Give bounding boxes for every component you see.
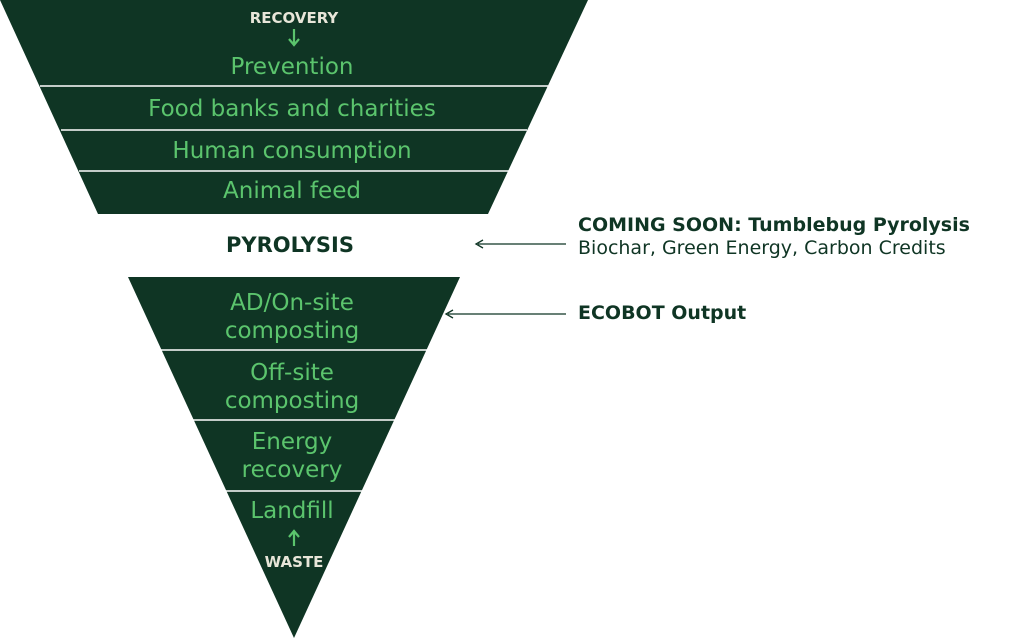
tier-human-consumption: Human consumption xyxy=(172,138,411,164)
pyrolysis-pointer-arrow-icon xyxy=(474,239,484,249)
pyrolysis-annotation-subtitle: Biochar, Green Energy, Carbon Credits xyxy=(578,237,946,259)
waste-up-arrow-icon xyxy=(288,529,300,546)
tier-ad-onsite-line1: AD/On-site xyxy=(230,290,354,316)
tier-landfill: Landfill xyxy=(250,498,333,524)
tier-food-banks: Food banks and charities xyxy=(148,96,436,122)
tier-animal-feed: Animal feed xyxy=(223,178,361,204)
tier-ad-onsite-line2: composting xyxy=(225,318,359,344)
recovery-down-arrow-icon xyxy=(288,29,300,47)
tier-offsite-line2: composting xyxy=(225,388,359,414)
ecobot-annotation: ECOBOT Output xyxy=(578,304,746,323)
waste-caption: WASTE xyxy=(265,553,324,571)
tier-prevention: Prevention xyxy=(231,54,354,80)
upper-funnel-shape xyxy=(0,0,588,214)
pyrolysis-label: PYROLYSIS xyxy=(226,233,354,257)
ecobot-pointer-arrow-icon xyxy=(444,309,454,319)
ecobot-annotation-title: ECOBOT Output xyxy=(578,302,747,324)
tier-energy-line1: Energy xyxy=(252,429,333,455)
upper-funnel: RECOVERY Prevention Food banks and chari… xyxy=(0,0,588,214)
lower-funnel-shape xyxy=(128,277,460,638)
pyrolysis-annotation: COMING SOON: Tumblebug Pyrolysis Biochar… xyxy=(578,216,970,258)
pyrolysis-pointer xyxy=(474,239,566,249)
pyrolysis-annotation-title: COMING SOON: Tumblebug Pyrolysis xyxy=(578,214,970,236)
tier-offsite-line1: Off-site xyxy=(250,360,334,386)
tier-energy-line2: recovery xyxy=(242,457,343,483)
ecobot-pointer xyxy=(444,309,566,319)
lower-funnel: AD/On-site composting Off-site compostin… xyxy=(128,277,460,638)
recovery-caption: RECOVERY xyxy=(250,9,340,27)
